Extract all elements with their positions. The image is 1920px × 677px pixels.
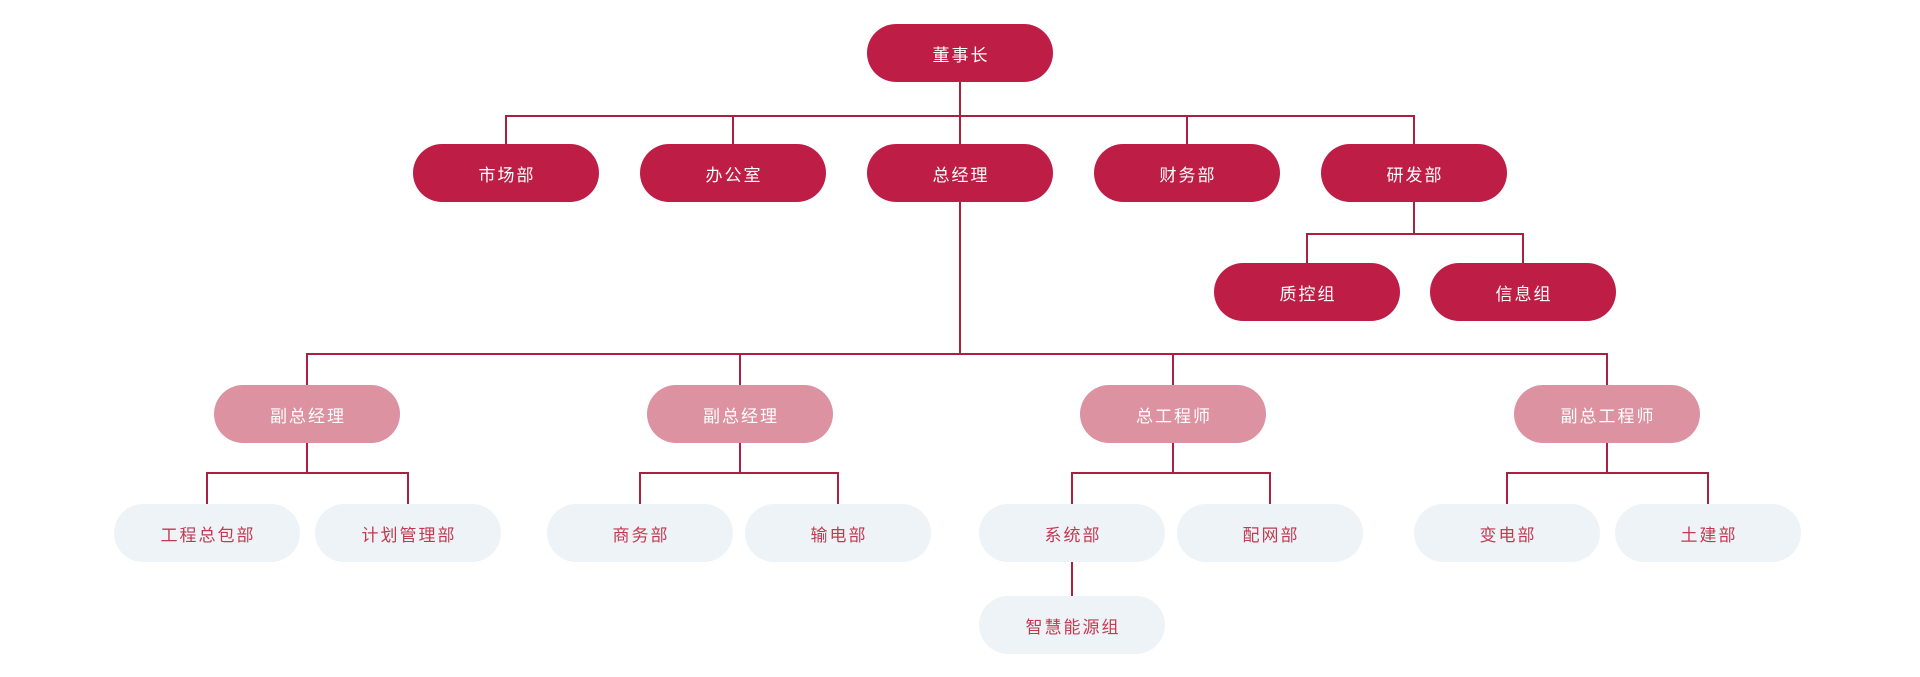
- connector-line: [1071, 472, 1270, 474]
- org-node-commerce[interactable]: 商务部: [547, 504, 733, 562]
- connector-line: [1269, 472, 1271, 504]
- org-node-deputy-gm-1[interactable]: 副总经理: [214, 385, 400, 443]
- org-node-rnd[interactable]: 研发部: [1321, 144, 1507, 202]
- org-node-label: 财务部: [1159, 165, 1217, 185]
- org-node-finance[interactable]: 财务部: [1094, 144, 1280, 202]
- connector-line: [407, 472, 409, 504]
- org-node-label: 计划管理部: [361, 525, 457, 545]
- org-node-deputy-chief-engineer[interactable]: 副总工程师: [1514, 385, 1700, 443]
- connector-line: [1522, 233, 1524, 263]
- org-node-distribution[interactable]: 配网部: [1177, 504, 1363, 562]
- org-node-substation[interactable]: 变电部: [1414, 504, 1600, 562]
- connector-line: [959, 115, 961, 144]
- connector-line: [1413, 115, 1415, 144]
- connector-line: [1707, 472, 1709, 504]
- org-node-label: 系统部: [1044, 525, 1102, 545]
- org-node-civil[interactable]: 土建部: [1615, 504, 1801, 562]
- org-node-label: 配网部: [1242, 525, 1300, 545]
- connector-line: [306, 353, 308, 385]
- org-node-label: 总工程师: [1136, 406, 1212, 426]
- org-node-transmission[interactable]: 输电部: [745, 504, 931, 562]
- connector-line: [1186, 115, 1188, 144]
- org-node-chief-engineer[interactable]: 总工程师: [1080, 385, 1266, 443]
- connector-line: [837, 472, 839, 504]
- org-node-chairman[interactable]: 董事长: [867, 24, 1053, 82]
- org-node-office[interactable]: 办公室: [640, 144, 826, 202]
- connector-line: [1506, 472, 1708, 474]
- connector-line: [1172, 443, 1174, 472]
- org-node-label: 办公室: [705, 165, 763, 185]
- org-node-planning[interactable]: 计划管理部: [315, 504, 501, 562]
- org-node-label: 土建部: [1680, 525, 1738, 545]
- org-node-label: 研发部: [1386, 165, 1444, 185]
- org-node-label: 总经理: [932, 165, 990, 185]
- connector-line: [206, 472, 208, 504]
- org-node-label: 市场部: [478, 165, 536, 185]
- connector-line: [1606, 443, 1608, 472]
- connector-line: [206, 472, 408, 474]
- connector-line: [959, 82, 961, 115]
- connector-line: [1306, 233, 1308, 263]
- org-node-marketing[interactable]: 市场部: [413, 144, 599, 202]
- org-node-label: 质控组: [1279, 284, 1337, 304]
- org-node-quality-control[interactable]: 质控组: [1214, 263, 1400, 321]
- org-node-epc[interactable]: 工程总包部: [114, 504, 300, 562]
- org-node-general-manager[interactable]: 总经理: [867, 144, 1053, 202]
- connector-line: [739, 443, 741, 472]
- org-node-label: 智慧能源组: [1025, 617, 1121, 637]
- connector-line: [1071, 472, 1073, 504]
- connector-line: [505, 115, 507, 144]
- connector-line: [1606, 353, 1608, 385]
- connector-line: [732, 115, 734, 144]
- connector-line: [306, 353, 1607, 355]
- org-node-label: 董事长: [932, 45, 990, 65]
- connector-line: [1172, 353, 1174, 385]
- connector-line: [1306, 233, 1523, 235]
- org-node-label: 输电部: [810, 525, 868, 545]
- connector-line: [639, 472, 641, 504]
- connector-line: [959, 202, 961, 353]
- org-node-label: 信息组: [1495, 284, 1553, 304]
- connector-line: [1413, 202, 1415, 233]
- org-node-information[interactable]: 信息组: [1430, 263, 1616, 321]
- connector-line: [739, 353, 741, 385]
- connector-line: [306, 443, 308, 472]
- org-node-label: 副总经理: [270, 406, 346, 426]
- connector-line: [1071, 562, 1073, 596]
- org-node-deputy-gm-2[interactable]: 副总经理: [647, 385, 833, 443]
- org-node-smart-energy[interactable]: 智慧能源组: [979, 596, 1165, 654]
- connector-line: [639, 472, 838, 474]
- org-node-label: 变电部: [1479, 525, 1537, 545]
- org-node-label: 工程总包部: [160, 525, 256, 545]
- org-node-label: 副总工程师: [1560, 406, 1656, 426]
- org-node-system[interactable]: 系统部: [979, 504, 1165, 562]
- org-node-label: 商务部: [612, 525, 670, 545]
- org-node-label: 副总经理: [703, 406, 779, 426]
- connector-line: [1506, 472, 1508, 504]
